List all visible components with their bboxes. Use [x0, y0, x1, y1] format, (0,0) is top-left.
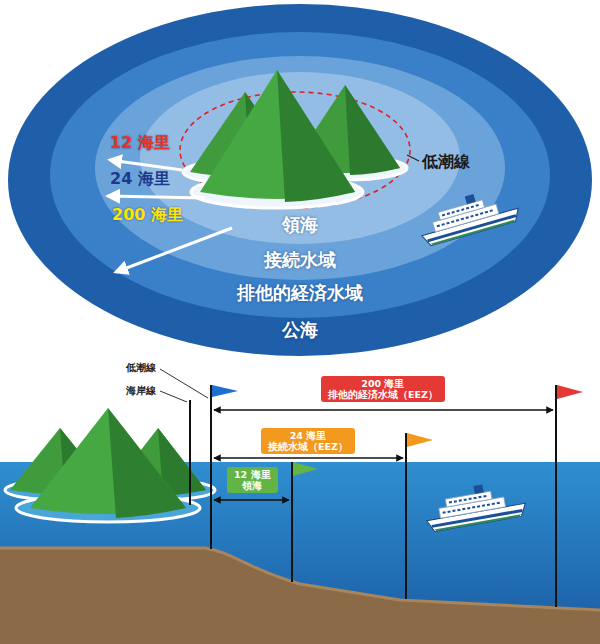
line-label: 低潮線	[422, 153, 470, 171]
territorial-pole	[291, 462, 293, 582]
ship	[422, 478, 527, 533]
zone-distance-box: 12 海里領海	[227, 467, 278, 493]
eez-pole	[555, 385, 557, 607]
zone-distance-box: 24 海里接続水域（EEZ）	[261, 428, 355, 454]
low-tide-pole	[210, 385, 212, 549]
mountain-shade	[108, 408, 186, 518]
zone-name: 接続水域	[95, 250, 505, 270]
sea-floor	[0, 548, 600, 644]
flag	[557, 385, 583, 399]
mountain-shade	[345, 85, 400, 175]
distance-label: 24 海里	[110, 170, 170, 188]
distance-value: 200 海里	[328, 378, 438, 389]
arrow-200nm	[116, 228, 232, 272]
zone-name: 公海	[8, 320, 592, 340]
zone-name: 排他的経済水域	[50, 283, 550, 303]
flag	[212, 385, 238, 397]
ship	[415, 183, 522, 247]
dimension-arrow	[214, 499, 289, 501]
zone-ellipse	[8, 4, 592, 356]
leader-line	[160, 391, 187, 402]
distance-label: 200 海里	[112, 206, 183, 224]
line-label: 海岸線	[126, 385, 156, 397]
zone-name: 接続水域（EEZ）	[268, 441, 348, 452]
distance-value: 24 海里	[268, 430, 348, 441]
distance-value: 12 海里	[234, 469, 271, 480]
dimension-arrow	[214, 409, 553, 411]
distance-label: 12 海里	[110, 134, 170, 152]
sea-zone-band: 領海	[140, 72, 460, 244]
zone-distance-box: 200 海里排他的経済水域（EEZ）	[321, 376, 445, 402]
cross-section	[0, 369, 600, 644]
leader-line	[407, 155, 419, 161]
arrow-12nm	[110, 160, 182, 170]
zone-name: 排他的経済水域（EEZ）	[328, 389, 438, 400]
coastline-pole	[189, 400, 191, 505]
zone-name: 領海	[140, 215, 460, 235]
mountain-shade	[277, 70, 355, 202]
flag	[293, 462, 318, 476]
contiguous-pole	[405, 433, 407, 599]
zone-name: 領海	[234, 480, 271, 491]
sea-floor-edge	[0, 548, 600, 610]
island-top-view	[180, 70, 419, 208]
distance-arrows	[108, 160, 232, 272]
sea-zone-band: 公海 排他的経済水域接続水域 領海	[8, 4, 592, 356]
flag	[407, 433, 433, 447]
line-label: 低潮線	[126, 362, 156, 374]
arrow-24nm	[108, 196, 205, 198]
dimension-arrow	[214, 457, 403, 459]
